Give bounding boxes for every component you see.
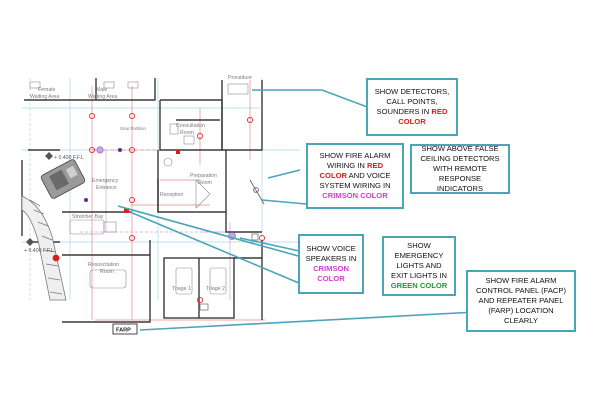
svg-text:Consultation: Consultation — [176, 123, 205, 129]
level-markers — [26, 152, 53, 246]
vehicle-icon — [40, 159, 86, 199]
svg-text:Reception: Reception — [160, 192, 183, 198]
speaker-markers — [84, 148, 122, 202]
svg-text:Triage 1: Triage 1 — [172, 286, 191, 292]
fire-alarm-wiring — [91, 80, 265, 321]
walls — [21, 78, 263, 323]
callout-speakers: SHOW VOICE SPEAKERS IN CRIMSON COLOR — [298, 234, 364, 294]
callout-emergency-lights: SHOW EMERGENCY LIGHTS AND EXIT LIGHTS IN… — [382, 236, 456, 296]
fire-detectors — [89, 113, 265, 303]
farp-label: FARP — [116, 328, 131, 334]
callout-facp: SHOW FIRE ALARM CONTROL PANEL (FACP) AND… — [466, 270, 576, 332]
svg-text:Triage 2: Triage 2 — [206, 286, 225, 292]
room-labels: Female Waiting Area Male Waiting Area Pr… — [24, 75, 252, 292]
svg-text:Preparation: Preparation — [190, 173, 217, 179]
svg-text:Resuscitation: Resuscitation — [88, 262, 119, 268]
svg-text:Male: Male — [96, 87, 107, 93]
callout-detectors: SHOW DETECTORS, CALL POINTS, SOUNDERS IN… — [366, 78, 458, 136]
emergency-light-icon — [199, 233, 259, 311]
entrance-ramp — [21, 195, 67, 301]
svg-text:Emergency: Emergency — [92, 178, 119, 184]
svg-text:Procedure: Procedure — [228, 75, 252, 81]
svg-text:Entrance: Entrance — [96, 185, 117, 191]
callout-false-ceiling: SHOW ABOVE FALSE CEILING DETECTORS WITH … — [410, 144, 510, 194]
svg-text:Waiting Area: Waiting Area — [30, 94, 59, 100]
svg-text:Room: Room — [100, 269, 114, 275]
farp-panel: FARP — [112, 323, 138, 335]
callout-leaders — [117, 89, 477, 331]
voice-speakers — [96, 146, 236, 240]
svg-text:+ 0.400 F.F.L: + 0.400 F.F.L — [54, 155, 84, 161]
callout-wiring: SHOW FIRE ALARM WIRING IN RED COLOR AND … — [306, 143, 404, 209]
svg-text:+ 0.400 F.F.L: + 0.400 F.F.L — [24, 248, 54, 254]
false-ceiling-detector-icon — [249, 179, 265, 205]
svg-text:Waiting Area: Waiting Area — [88, 94, 117, 100]
svg-text:Room: Room — [198, 180, 212, 186]
svg-text:Room: Room — [180, 130, 194, 136]
svg-text:Gear Partition: Gear Partition — [120, 126, 147, 131]
call-points — [52, 150, 180, 262]
svg-text:Stretcher Bay: Stretcher Bay — [72, 214, 104, 220]
fixtures — [29, 81, 249, 295]
svg-text:Female: Female — [38, 87, 55, 93]
